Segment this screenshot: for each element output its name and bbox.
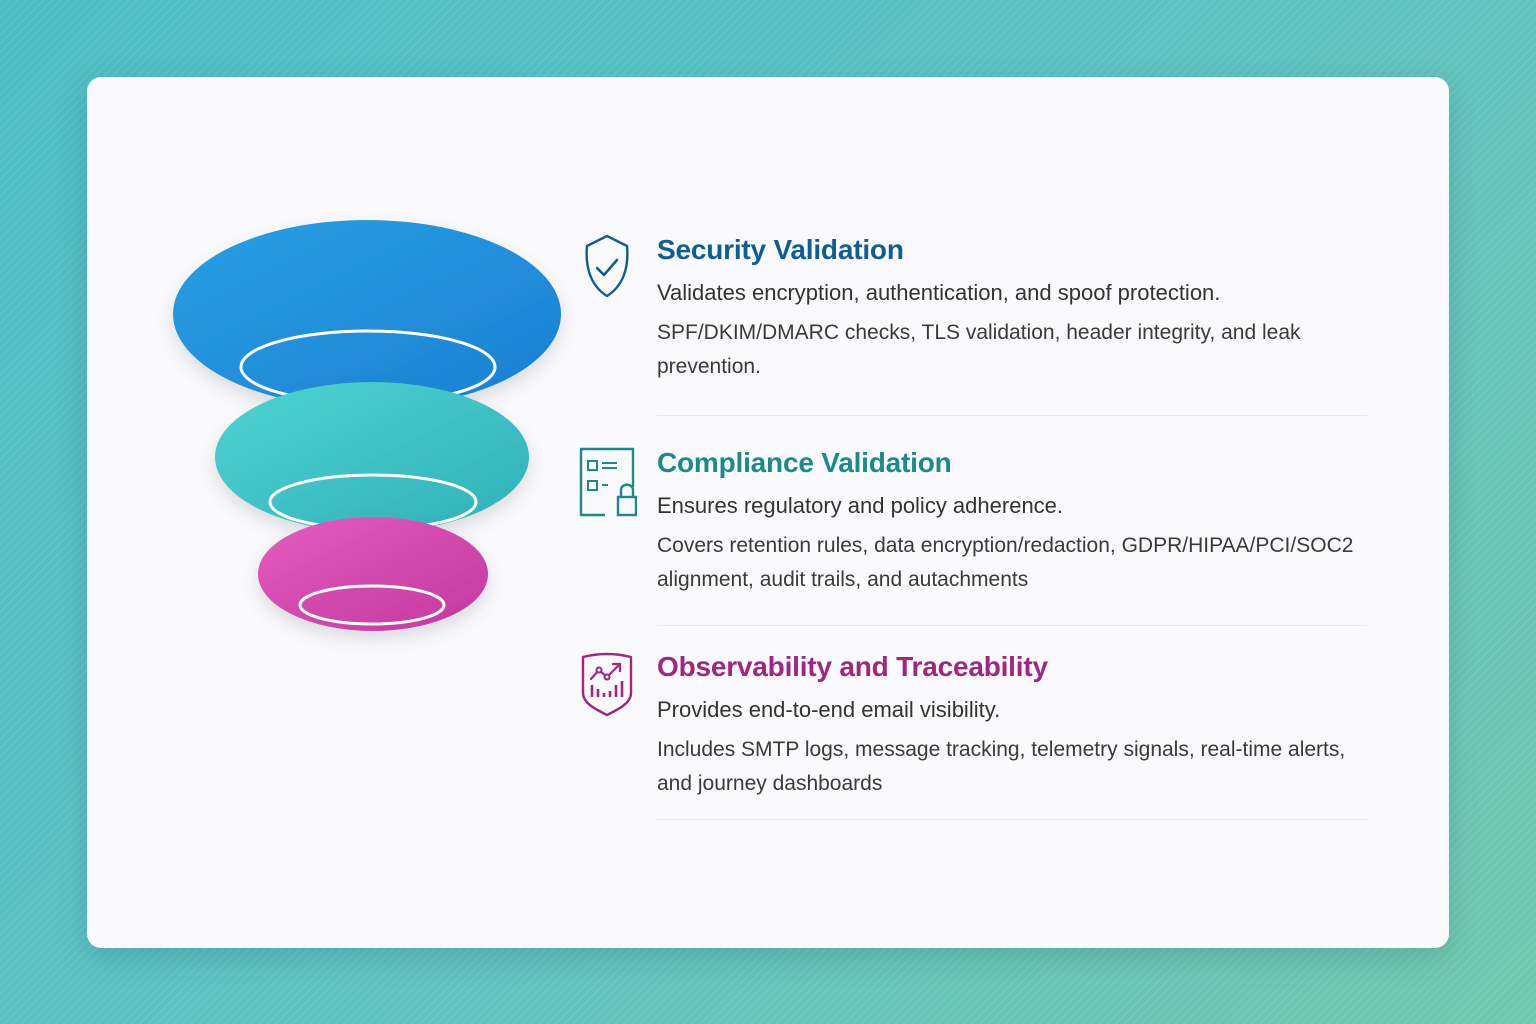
- section-title: Observability and Traceability: [657, 651, 1048, 682]
- checklist-lock-icon: [577, 445, 638, 517]
- section-summary: Ensures regulatory and policy adherence.: [657, 493, 1064, 518]
- infographic-card: Security Validation Validates encryption…: [87, 77, 1449, 948]
- divider: [657, 415, 1367, 416]
- shield-check-icon: [577, 232, 637, 302]
- funnel-diagram: [87, 77, 647, 948]
- section-detail: SPF/DKIM/DMARC checks, TLS validation, h…: [657, 321, 1301, 378]
- section-summary: Validates encryption, authentication, an…: [657, 280, 1221, 305]
- section-title: Compliance Validation: [657, 447, 952, 478]
- shield-chart-icon: [577, 649, 637, 719]
- section-title: Security Validation: [657, 234, 904, 265]
- section-detail: Includes SMTP logs, message tracking, te…: [657, 738, 1346, 795]
- divider: [657, 625, 1367, 626]
- funnel-layer-observability: [258, 517, 488, 631]
- section-detail: Covers retention rules, data encryption/…: [657, 534, 1354, 591]
- section-summary: Provides end-to-end email visibility.: [657, 697, 1001, 722]
- funnel-layer-compliance: [215, 382, 529, 532]
- funnel-layer-security: [173, 220, 561, 408]
- divider: [657, 819, 1367, 820]
